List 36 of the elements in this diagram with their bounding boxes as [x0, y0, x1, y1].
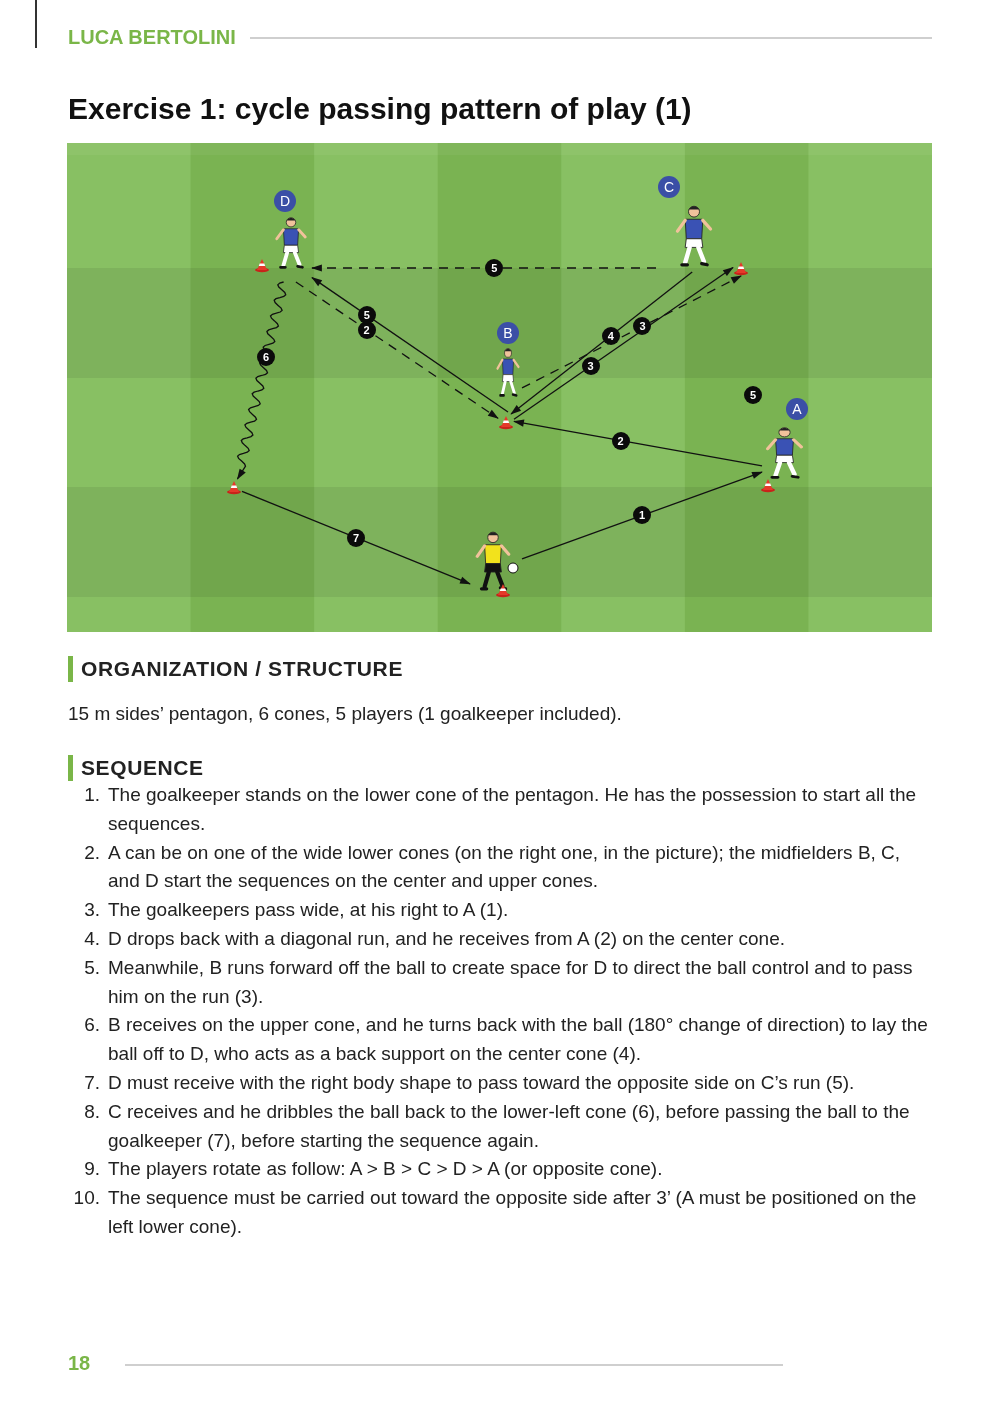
list-number: 1. [83, 783, 101, 807]
list-number: 8. [83, 1099, 101, 1124]
page-number: 18 [68, 1352, 91, 1375]
list-item: A can be on one of the wide lower cones (on the right one, in the picture); the midfielders B, C, and D start the sequences on the center and upper cones. [108, 840, 902, 894]
list-number: 3. [83, 898, 101, 923]
section-heading: SEQUENCE [68, 755, 204, 781]
section-heading: ORGANIZATION / STRUCTURE [68, 656, 403, 682]
list-item: The goalkeeper stands on the lower cone of the pentagon. He has the possession to start all the sequences. [108, 783, 918, 836]
list-item: B receives on the upper cone, and he turns back with the ball (180° change of direction) to lay the ball off to D, who acts as a back support on the center cone (4). [108, 1013, 929, 1067]
paragraph: 15 m sides’ pentagon, 6 cones, 5 players (1 goalkeeper included). [68, 702, 622, 726]
list-item: C receives and he dribbles the ball back to the lower-left cone (6), before passing the ball to the goalkeeper (7), before starting the sequence again. [108, 1099, 911, 1153]
dashed-arrow [295, 281, 499, 419]
page-title: Exercise 1: cycle passing pattern of play (1) [68, 92, 692, 126]
arrow [311, 276, 509, 413]
list-number: 2. [83, 840, 101, 865]
arrow [513, 419, 763, 467]
list-number: 4. [83, 927, 101, 951]
author-name: LUCA BERTOLINI [68, 26, 236, 49]
list-number: 6. [83, 1013, 101, 1038]
list-item: Meanwhile, B runs forward off the ball to create space for D to direct the ball control and to pass him on the run (3). [108, 955, 914, 1009]
wavy-arrow [236, 281, 287, 480]
arrow [513, 266, 734, 420]
list-item: The players rotate as follow: A > B > C > D > A (or opposite cone). [108, 1157, 664, 1182]
arrow [510, 271, 693, 415]
arrow [521, 471, 763, 560]
list-number: 9. [83, 1157, 101, 1182]
arrow [241, 490, 471, 585]
list-number: 5. [83, 955, 101, 980]
dashed-arrow [521, 275, 742, 389]
list-item: D must receive with the right body shape to pass toward the opposite side on C’s run (5). [108, 1070, 856, 1095]
list-number: 10. [72, 1186, 101, 1211]
list-item: The goalkeepers pass wide, at his right to A (1). [108, 898, 510, 923]
list-item: D drops back with a diagonal run, and he receives from A (2) on the center cone. [108, 927, 786, 951]
list-item: The sequence must be carried out toward the opposite side after 3’ (A must be positioned on the left lower cone). [108, 1186, 918, 1239]
dashed-arrow [311, 264, 657, 272]
list-number: 7. [83, 1070, 101, 1095]
